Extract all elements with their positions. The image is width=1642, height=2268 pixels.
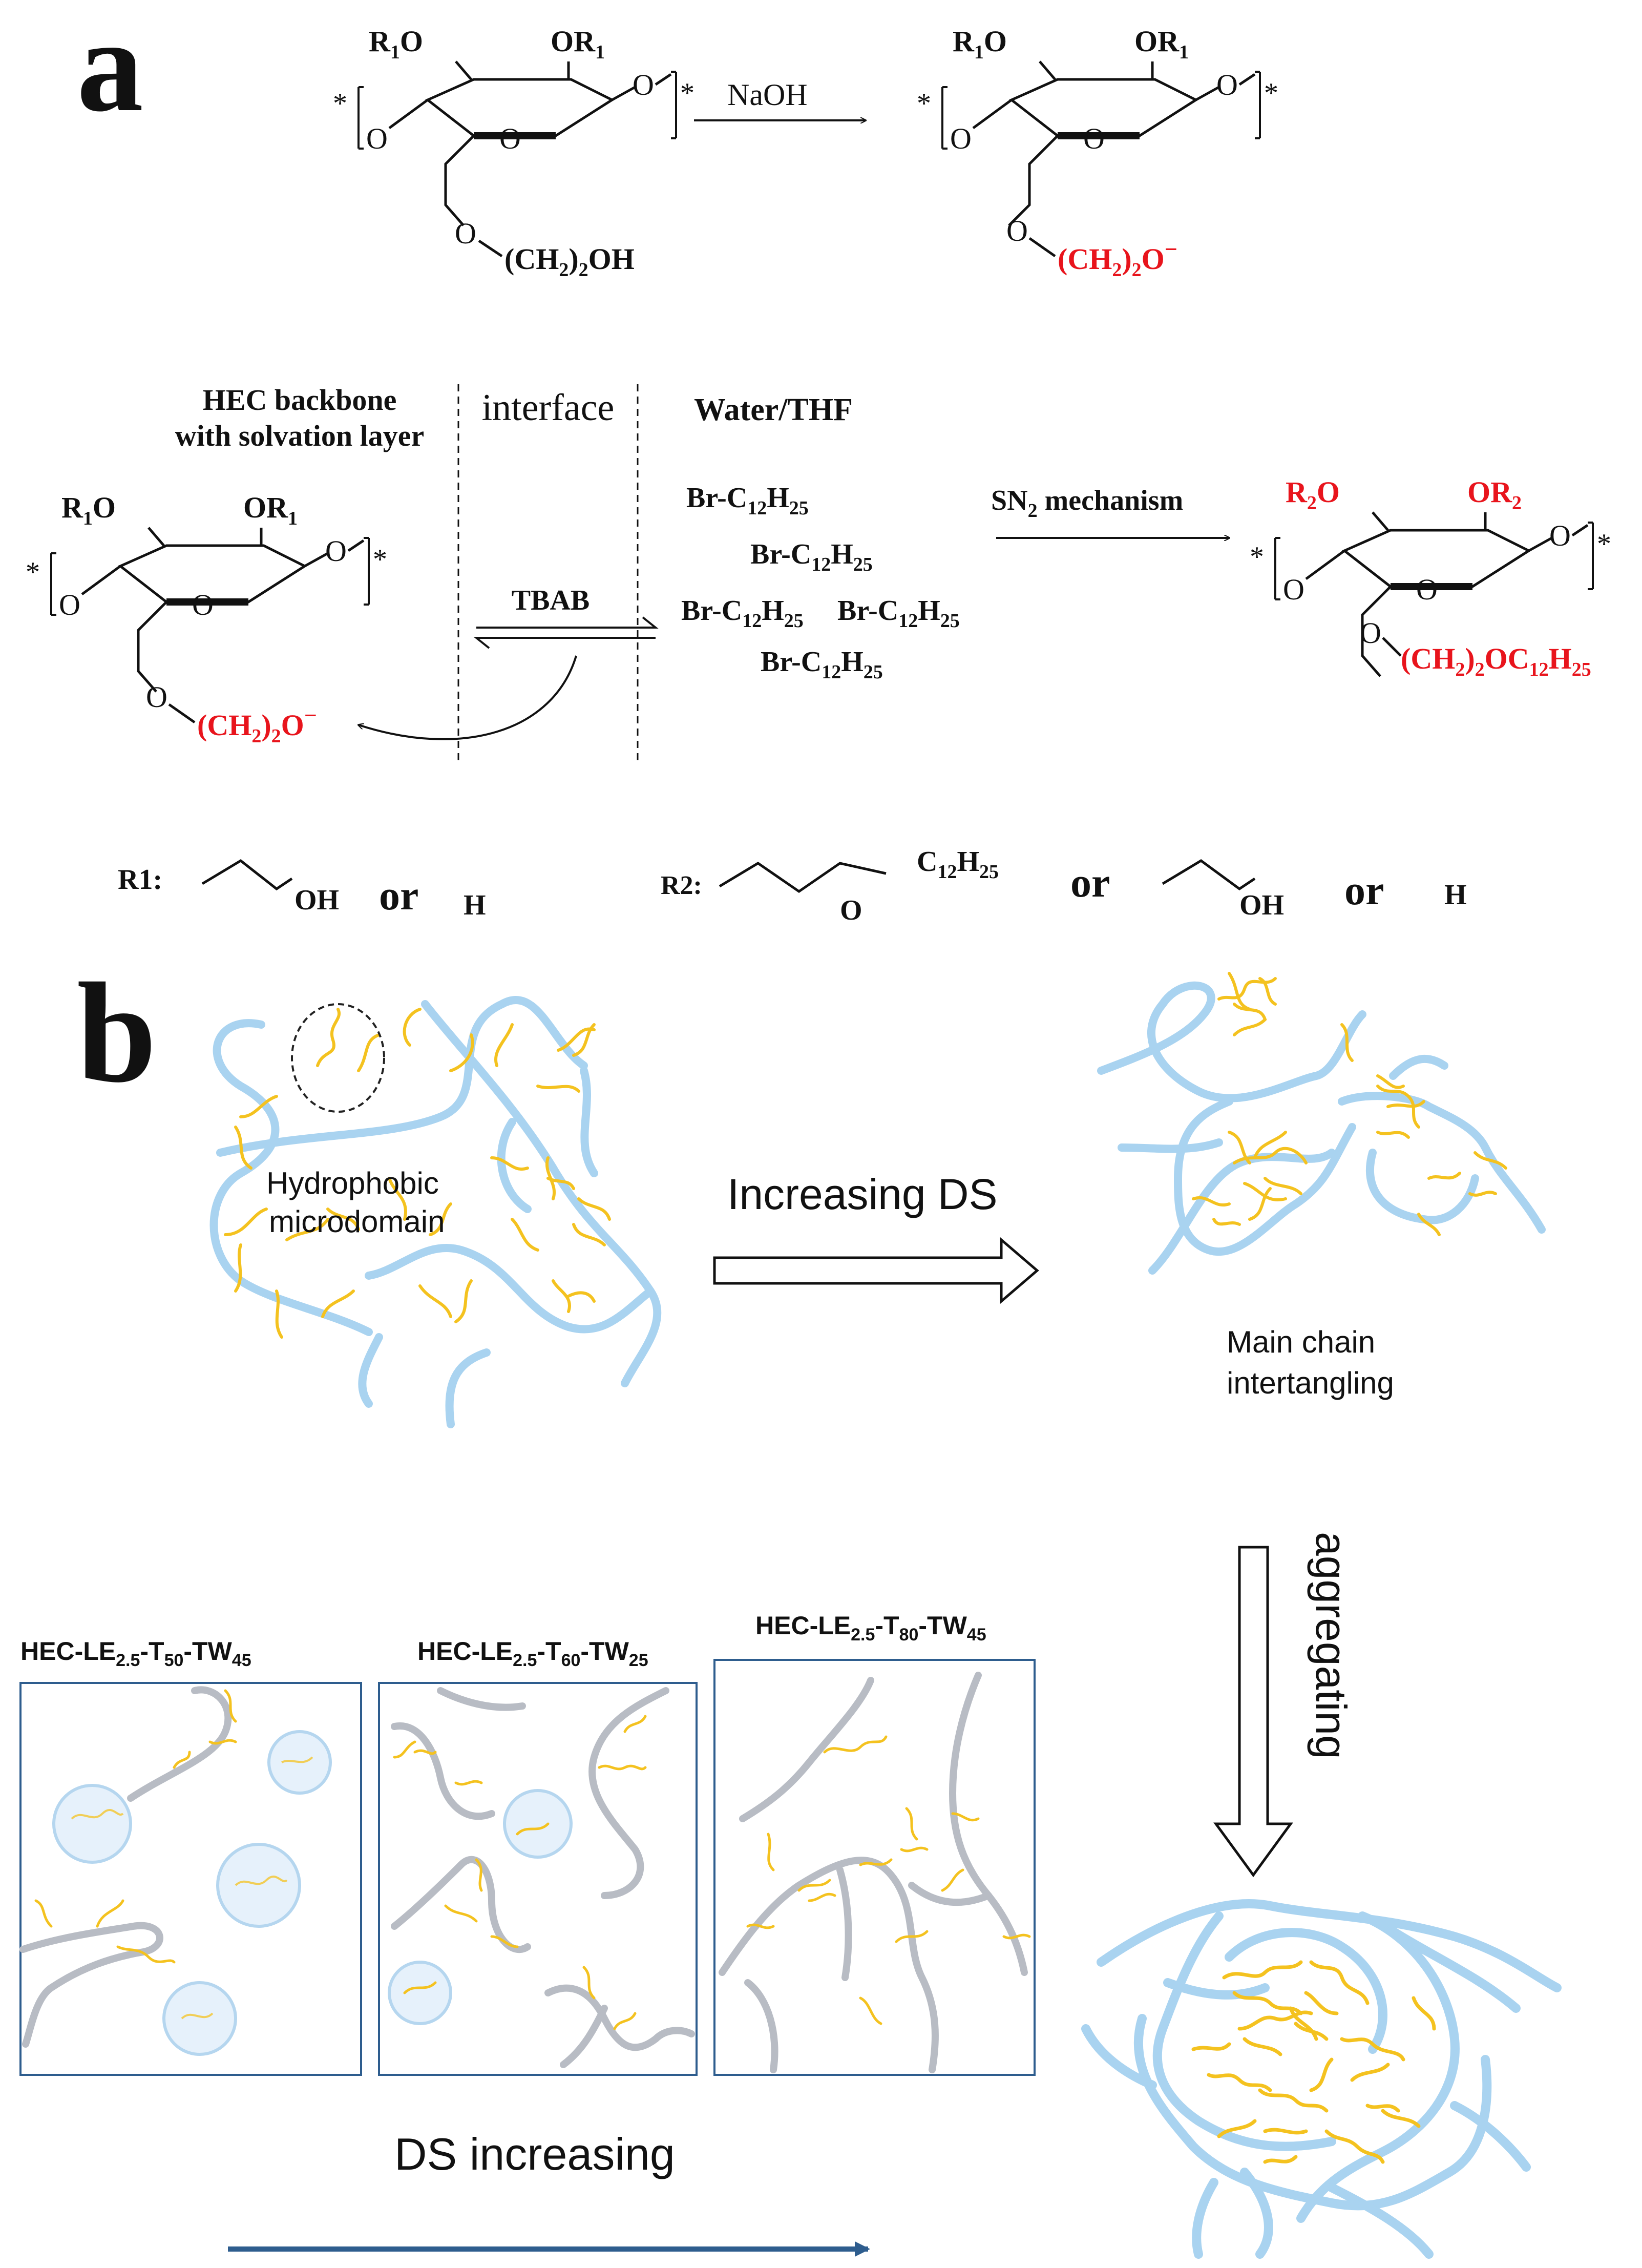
svg-text:O: O <box>455 217 476 250</box>
svg-text:O: O <box>840 894 862 926</box>
hec-dodecyl-product-structure: * O O R2O OR2 O * O (CH2)2OC12H25 <box>1250 475 1611 680</box>
svg-text:O: O <box>1360 616 1381 650</box>
aggregating-label: aggregating <box>1307 1532 1355 1759</box>
interface-label: interface <box>482 387 615 429</box>
svg-text:O: O <box>1006 214 1028 247</box>
r1-left-label: R1O <box>369 25 423 63</box>
hec-backbone-chains <box>209 996 662 1428</box>
bromide-3: Br-C12H25 <box>681 595 804 632</box>
sample-label-1: HEC-LE2.5-T50-TW45 <box>20 1637 251 1670</box>
r2-h: H <box>1444 879 1467 911</box>
svg-text:*: * <box>26 556 40 588</box>
intertangling-label: intertangling <box>1227 1366 1394 1400</box>
svg-text:O: O <box>192 588 214 621</box>
r1-label: R1: <box>118 864 162 896</box>
sample-boxes: HEC-LE2.5-T50-TW45 HEC-LE2.5-T60-TW25 HE… <box>19 1611 1036 2076</box>
loose-network-illustration: Hydrophobic microdomain <box>209 996 662 1428</box>
svg-text:R1O: R1O <box>953 25 1007 63</box>
hydrophobic-microdomain-marker <box>291 1003 385 1113</box>
svg-text:*: * <box>680 77 694 109</box>
r2-oh: OH <box>1239 889 1284 921</box>
alkoxide-side-chain: (CH2)2O− <box>1058 237 1177 281</box>
bromide-4: Br-C12H25 <box>837 595 960 632</box>
hydrophobic-label: Hydrophobic <box>266 1166 439 1200</box>
svg-text:R1O: R1O <box>61 491 116 529</box>
panel-a: a * O O R1O OR1 O * O (CH2)2O <box>26 0 1611 926</box>
svg-text:O: O <box>633 68 654 101</box>
hec-alkoxide-structure: * O O R1O OR1 O * O (CH2)2O− <box>917 25 1278 281</box>
entangled-network-illustration: Main chain intertangling <box>1097 972 1546 1400</box>
r2-or-1: or <box>1070 859 1110 906</box>
svg-text:O: O <box>1083 122 1105 155</box>
svg-text:O: O <box>1283 573 1304 606</box>
svg-text:OR1: OR1 <box>1134 25 1189 63</box>
microdomain-label: microdomain <box>269 1204 445 1239</box>
bracket-left: * <box>333 86 364 150</box>
sample-box-2 <box>378 1682 698 2076</box>
dodecyl-ether-chain: (CH2)2OC12H25 <box>1401 642 1591 680</box>
hec-side-chain: (CH2)2OH <box>504 242 635 281</box>
sample-label-3: HEC-LE2.5-T80-TW45 <box>755 1611 986 1645</box>
svg-text:O: O <box>1216 68 1238 101</box>
tbab-label: TBAB <box>512 585 590 616</box>
svg-text:*: * <box>333 88 347 119</box>
bromide-1: Br-C12H25 <box>686 482 809 519</box>
r1-h: H <box>464 889 486 921</box>
bromide-2: Br-C12H25 <box>750 538 873 575</box>
svg-text:O: O <box>59 588 80 621</box>
r1-oh: OH <box>294 884 339 916</box>
panel-b: b <box>19 953 1562 2259</box>
svg-text:*: * <box>917 88 931 119</box>
svg-text:OR1: OR1 <box>243 491 298 529</box>
micelle-clusters <box>52 1730 332 2056</box>
sample-label-2: HEC-LE2.5-T60-TW25 <box>417 1637 648 1670</box>
r2-left-label: R2O <box>1286 475 1340 514</box>
hec-backbone-label: HEC backbone <box>203 383 397 417</box>
bromide-5: Br-C12H25 <box>761 646 883 683</box>
ds-increasing-arrow: DS increasing <box>228 2129 870 2257</box>
r-group-definitions: R1: OH or H R2: O C12H25 or OH or H <box>118 846 1467 926</box>
panel-b-label: b <box>77 953 157 1112</box>
sn2-mechanism-label: SN2 mechanism <box>991 485 1183 522</box>
panel-a-label: a <box>77 0 143 139</box>
r1-or: or <box>379 872 418 919</box>
aggregating-arrow: aggregating <box>1213 1532 1355 1878</box>
ds-increasing-label: DS increasing <box>394 2129 675 2179</box>
svg-text:O: O <box>499 122 521 155</box>
naoh-label: NaOH <box>727 78 808 112</box>
svg-text:*: * <box>373 544 387 575</box>
svg-text:*: * <box>1250 541 1264 573</box>
tbab-equilibrium: TBAB <box>359 585 659 740</box>
svg-text:O: O <box>1416 573 1438 606</box>
svg-text:O: O <box>950 122 972 155</box>
increasing-ds-label: Increasing DS <box>727 1170 998 1218</box>
aggregate-illustration <box>1081 1899 1562 2259</box>
hec-reactant-structure: * O O R1O OR1 O * O (CH2)2OH <box>333 25 694 281</box>
r2-or-2: or <box>1344 867 1384 913</box>
bromododecane-group: Br-C12H25 Br-C12H25 Br-C12H25 Br-C12H25 … <box>681 482 960 683</box>
hydrophobic-side-chains <box>224 1008 611 1339</box>
r1-right-label: OR1 <box>551 25 605 63</box>
svg-text:O: O <box>146 680 167 714</box>
r2-dodecyl: C12H25 <box>917 846 999 883</box>
sample-box-3 <box>713 1659 1036 2076</box>
svg-text:O: O <box>366 122 388 155</box>
water-thf-label: Water/THF <box>694 392 853 427</box>
svg-text:O: O <box>325 534 347 568</box>
hec-solvated-structure: * O O R1O OR1 O * O (CH2)2O− <box>26 491 387 747</box>
svg-text:O: O <box>1549 519 1571 552</box>
sn2-arrow: SN2 mechanism <box>991 485 1229 538</box>
svg-text:*: * <box>1597 528 1611 560</box>
solvation-layer-label: with solvation layer <box>175 419 425 452</box>
r2-right-label: OR2 <box>1467 475 1522 514</box>
increasing-ds-arrow: Increasing DS <box>713 1170 1039 1304</box>
r2-label: R2: <box>661 871 702 900</box>
main-chain-label: Main chain <box>1227 1325 1375 1359</box>
naoh-arrow: NaOH <box>694 78 866 120</box>
sample-box-1 <box>19 1682 362 2076</box>
svg-text:(CH2)2O−: (CH2)2O− <box>197 703 317 747</box>
svg-text:*: * <box>1264 77 1278 109</box>
bracket-right: * <box>671 71 694 139</box>
